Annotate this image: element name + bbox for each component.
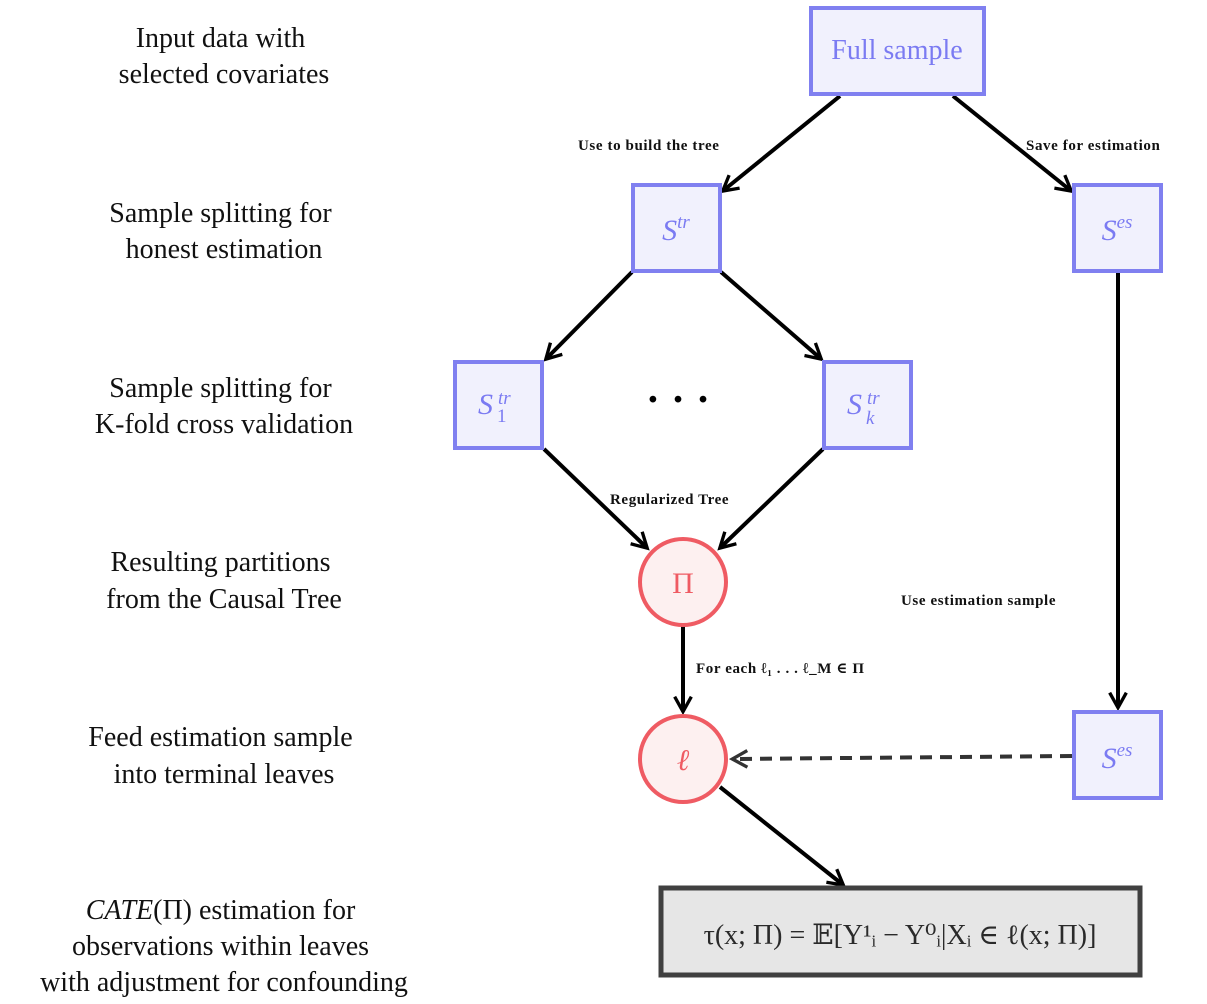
stage-3-label: Sample splitting for K-fold cross valida… [95,373,353,440]
svg-text:S: S [478,388,493,421]
edge-ses2-to-leaf-dashed [734,756,1073,759]
stage-2-label: Sample splitting for honest estimation [109,198,338,265]
stage-4-label: Resulting partitions from the Causal Tre… [106,547,342,615]
svg-text:1: 1 [497,406,507,427]
node-leaf: ℓ [638,714,728,804]
edge-label-for-each: For each ℓ₁ . . . ℓ_M ∈ Π [696,661,865,677]
cate-formula: τ(x; Π) = 𝔼[Y¹ᵢ − Y⁰ᵢ|Xᵢ ∈ ℓ(x; Π)] [704,920,1097,951]
edge-leaf-to-result [718,785,842,884]
full-sample-label: Full sample [831,35,962,66]
node-s-es-2: Ses [1072,710,1163,800]
edge-labels: Use to build the tree Save for estimatio… [578,138,1160,677]
svg-text:tr: tr [498,388,511,409]
stage-1-label: Input data with selected covariates [119,23,330,90]
stage-labels: Input data with selected covariates Samp… [40,23,408,998]
edge-str-to-sk [719,270,820,358]
edge-s1-to-pi [542,447,646,547]
node-sk-tr: S tr k [822,360,913,450]
node-s-tr: Str [631,183,722,273]
edge-label-build: Use to build the tree [578,138,719,154]
node-s-es: Ses [1072,183,1163,273]
edge-full-to-ses [951,94,1070,190]
stage-5-label: Feed estimation sample into terminal lea… [88,722,359,790]
edge-str-to-s1 [547,270,634,358]
svg-text:tr: tr [867,388,880,409]
ellipsis: · · · [647,379,710,421]
node-s1-tr: S tr 1 [453,360,544,450]
edge-label-save: Save for estimation [1026,138,1160,154]
stage-6-label: CATE(Π) estimation for observations with… [40,895,408,998]
svg-text:Str: Str [662,212,690,247]
edge-sk-to-pi [721,447,825,547]
leaf-symbol: ℓ [677,744,690,777]
svg-text:S: S [847,388,862,421]
edges [542,94,1118,884]
edge-label-use-estimation: Use estimation sample [901,593,1056,609]
svg-text:Ses: Ses [1102,212,1133,247]
pi-symbol: Π [672,567,694,600]
node-pi: Π [638,537,728,627]
node-full-sample: Full sample [809,6,986,96]
edge-label-regularized: Regularized Tree [610,492,729,508]
svg-text:Ses: Ses [1102,740,1133,775]
node-result: τ(x; Π) = 𝔼[Y¹ᵢ − Y⁰ᵢ|Xᵢ ∈ ℓ(x; Π)] [658,885,1143,978]
svg-text:k: k [866,408,875,429]
edge-full-to-str [724,94,842,190]
